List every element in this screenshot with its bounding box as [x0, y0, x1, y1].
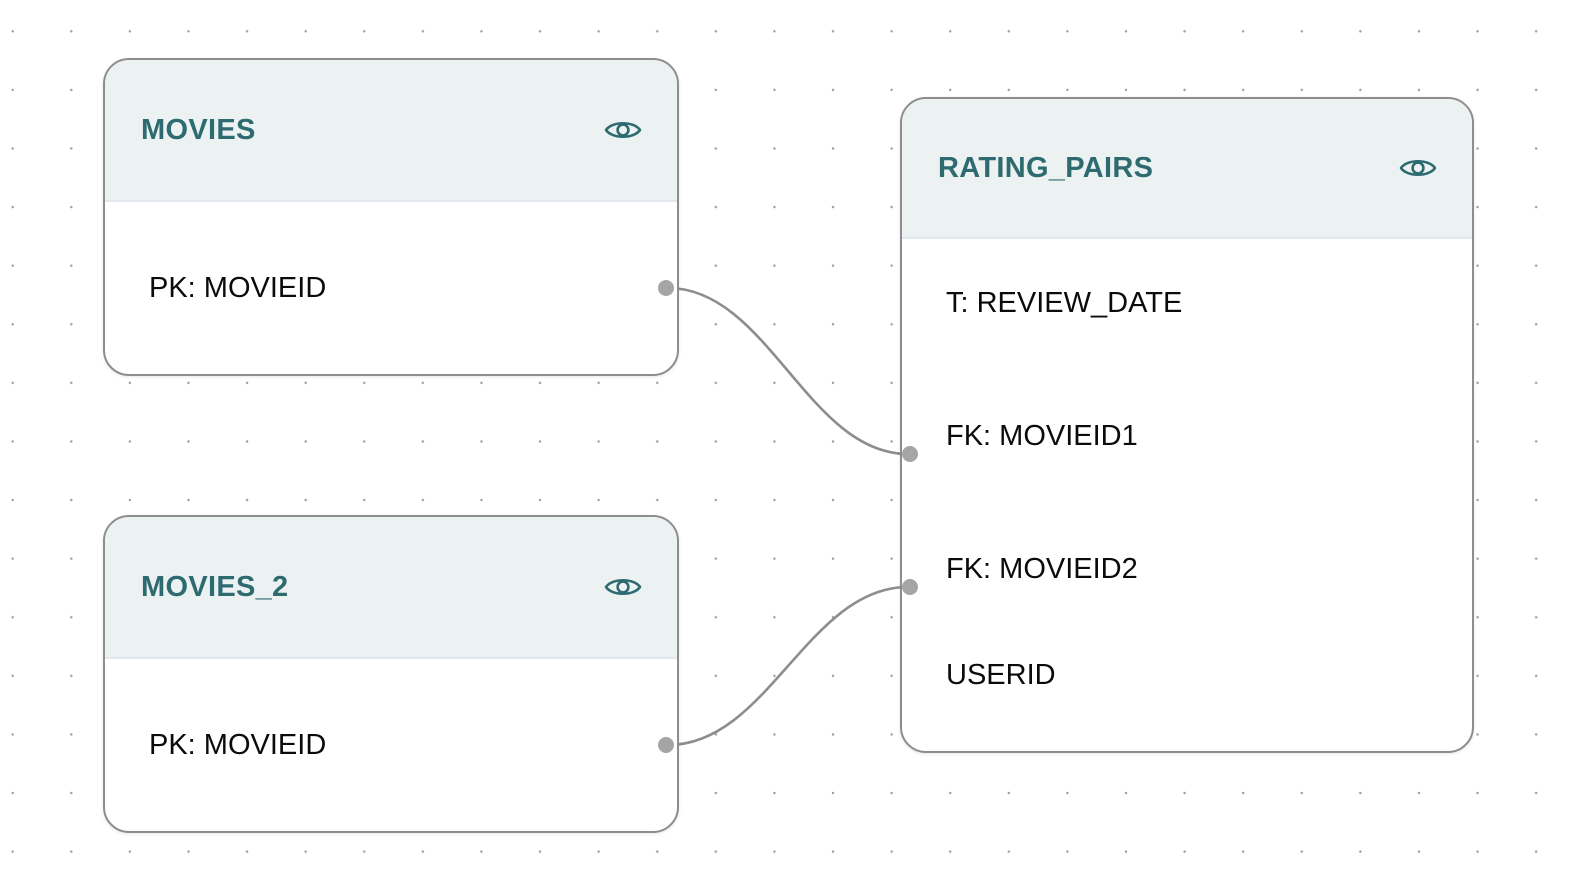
- eye-icon[interactable]: [603, 114, 643, 146]
- node-body: T: REVIEW_DATE FK: MOVIEID1 FK: MOVIEID2…: [902, 239, 1472, 751]
- field-label: FK: MOVIEID1: [946, 419, 1138, 452]
- field-row[interactable]: FK: MOVIEID1: [902, 406, 1472, 466]
- field-row[interactable]: USERID: [902, 645, 1472, 705]
- table-node-movies[interactable]: MOVIES PK: MOVIEID: [103, 58, 679, 376]
- field-label: USERID: [946, 658, 1056, 691]
- node-header[interactable]: MOVIES: [105, 60, 677, 202]
- field-row[interactable]: PK: MOVIEID: [105, 715, 677, 775]
- field-label: T: REVIEW_DATE: [946, 286, 1183, 319]
- field-label: PK: MOVIEID: [149, 271, 327, 304]
- table-node-movies-2[interactable]: MOVIES_2 PK: MOVIEID: [103, 515, 679, 833]
- edge-movies2-to-movieid2: [666, 585, 910, 747]
- port-rating-movieid2[interactable]: [902, 579, 918, 595]
- node-title: MOVIES: [141, 113, 256, 146]
- port-movies2-movieid[interactable]: [658, 737, 674, 753]
- node-body: PK: MOVIEID: [105, 659, 677, 831]
- field-label: PK: MOVIEID: [149, 728, 327, 761]
- edge-movies-to-movieid1: [666, 286, 910, 456]
- field-row[interactable]: PK: MOVIEID: [105, 258, 677, 318]
- eye-icon[interactable]: [1398, 152, 1438, 184]
- node-title: RATING_PAIRS: [938, 151, 1154, 184]
- port-movies-movieid[interactable]: [658, 280, 674, 296]
- field-label: FK: MOVIEID2: [946, 552, 1138, 585]
- node-header[interactable]: RATING_PAIRS: [902, 99, 1472, 239]
- field-row[interactable]: FK: MOVIEID2: [902, 539, 1472, 599]
- eye-icon[interactable]: [603, 571, 643, 603]
- field-row[interactable]: T: REVIEW_DATE: [902, 273, 1472, 333]
- table-node-rating-pairs[interactable]: RATING_PAIRS T: REVIEW_DATE FK: MOVIEID1…: [900, 97, 1474, 753]
- node-header[interactable]: MOVIES_2: [105, 517, 677, 659]
- node-body: PK: MOVIEID: [105, 202, 677, 374]
- port-rating-movieid1[interactable]: [902, 446, 918, 462]
- node-title: MOVIES_2: [141, 570, 289, 603]
